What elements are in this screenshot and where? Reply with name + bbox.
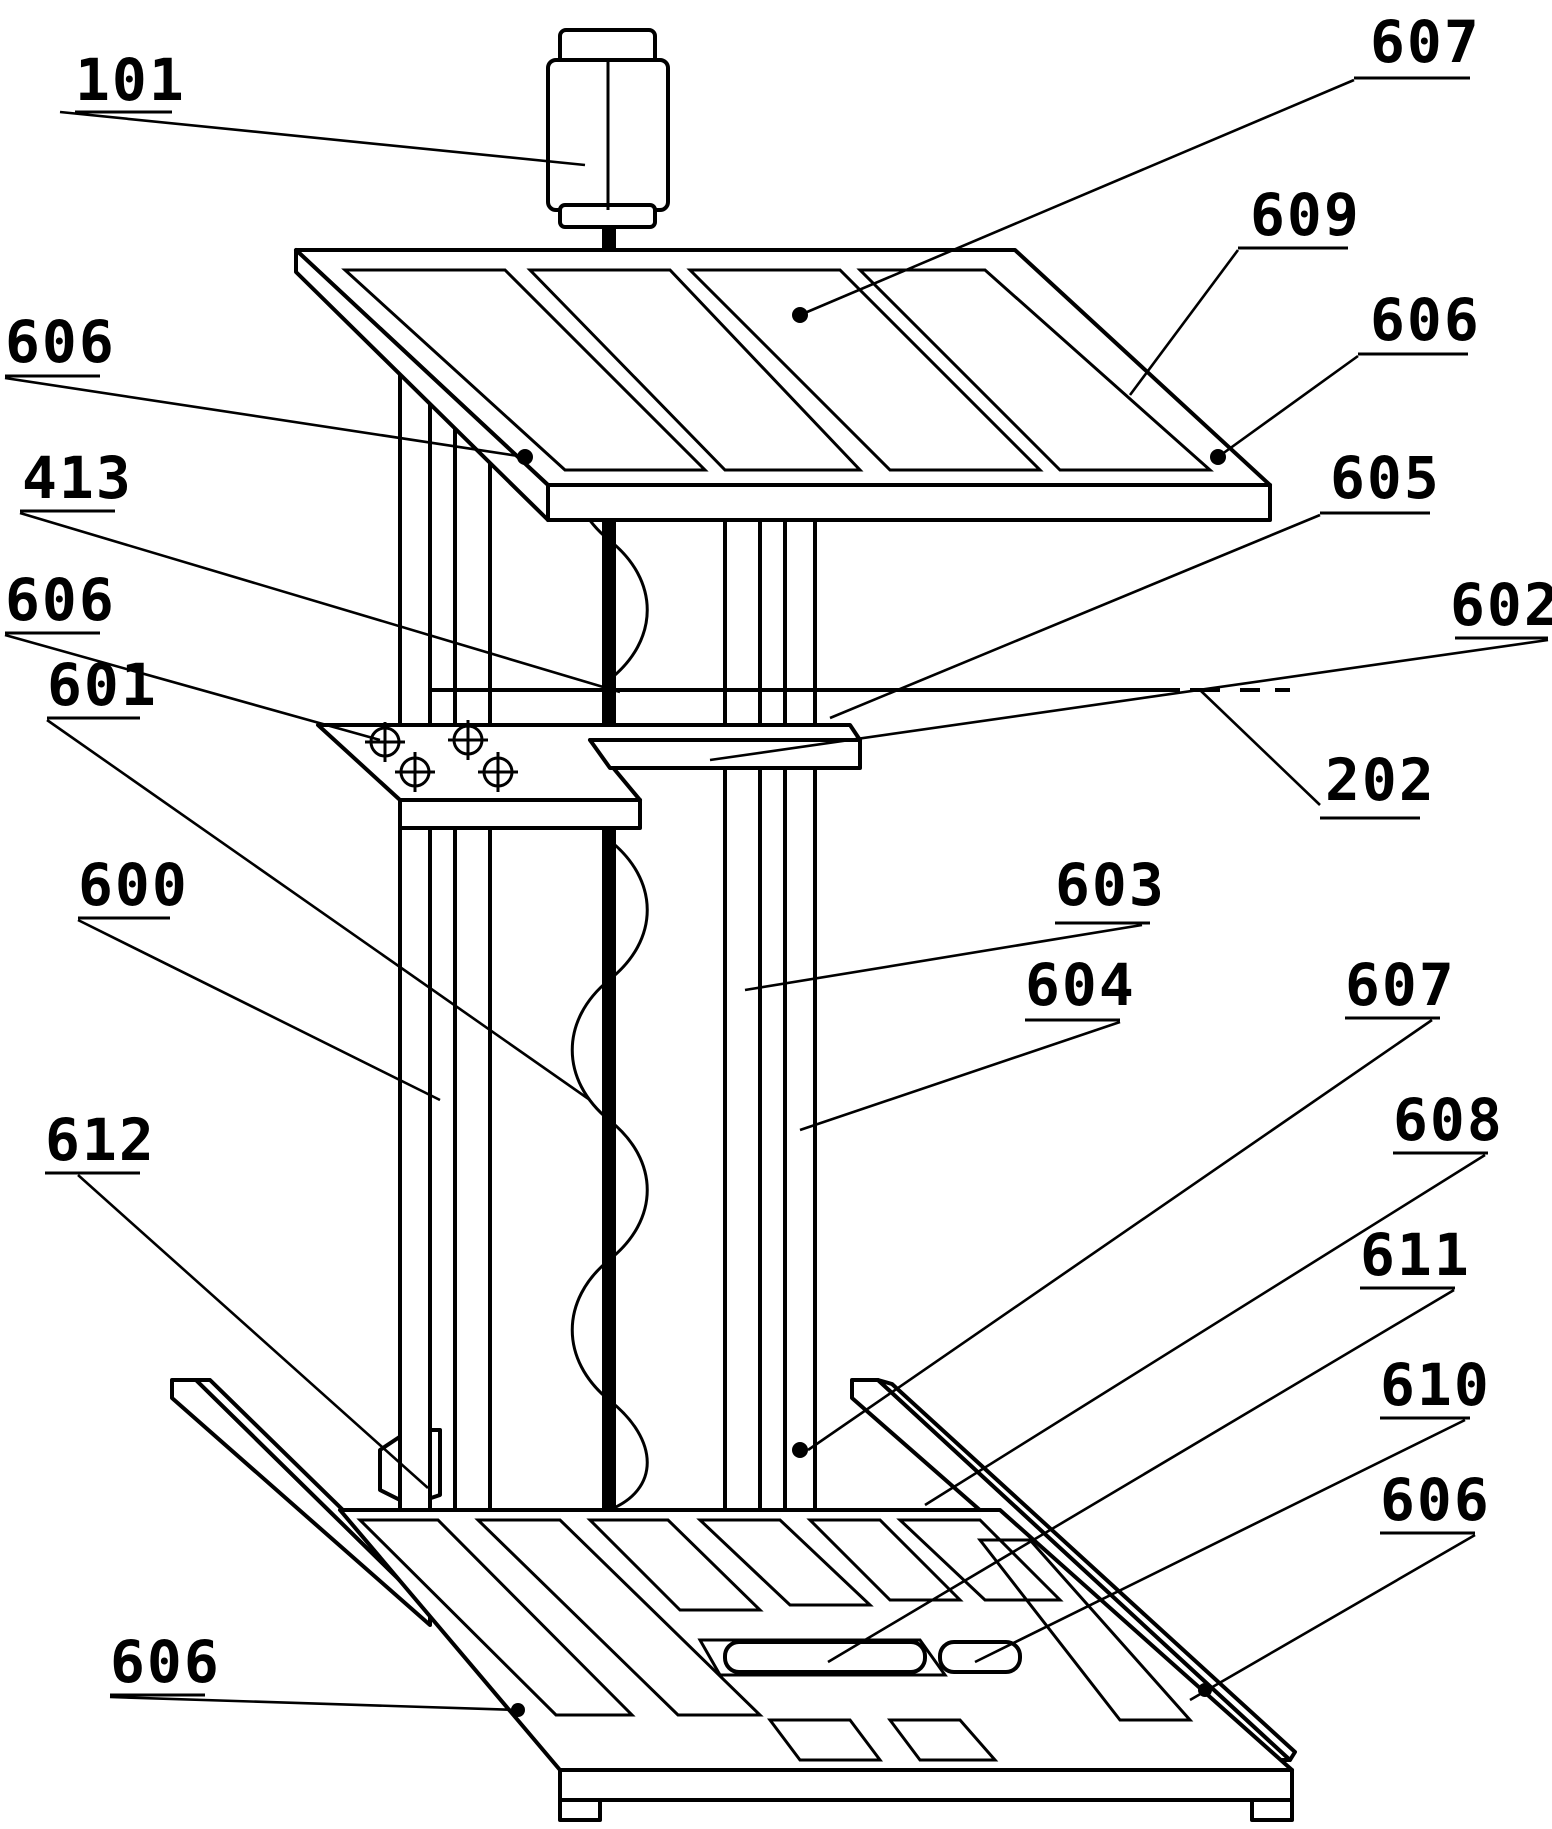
label-413: 413 xyxy=(22,444,133,512)
motor xyxy=(546,28,670,229)
label-603: 603 xyxy=(1055,851,1166,919)
callout-labels: 101 607 609 606 606 605 413 606 602 601 … xyxy=(5,8,1552,1696)
label-606b: 606 xyxy=(1370,286,1481,354)
joint-markers xyxy=(511,307,1226,1717)
label-607b: 607 xyxy=(1345,951,1456,1019)
label-606c: 606 xyxy=(5,566,116,634)
top-frame xyxy=(294,248,1272,522)
bolt-holes xyxy=(365,720,518,792)
label-604: 604 xyxy=(1025,951,1136,1019)
label-609: 609 xyxy=(1250,181,1361,249)
label-605: 605 xyxy=(1330,444,1441,512)
leader-lines xyxy=(4,76,1549,1712)
label-101: 101 xyxy=(75,46,186,114)
label-611: 611 xyxy=(1360,1221,1471,1289)
label-601: 601 xyxy=(47,651,158,719)
label-606e: 606 xyxy=(110,1628,221,1696)
label-608: 608 xyxy=(1393,1086,1504,1154)
label-606a: 606 xyxy=(5,308,116,376)
label-606d: 606 xyxy=(1380,1466,1491,1534)
label-602: 602 xyxy=(1450,571,1552,639)
label-610: 610 xyxy=(1380,1351,1491,1419)
base-frame xyxy=(170,1378,1297,1822)
label-600: 600 xyxy=(78,851,189,919)
carriage xyxy=(316,688,1290,830)
label-612: 612 xyxy=(45,1106,156,1174)
label-607a: 607 xyxy=(1370,8,1481,76)
label-202: 202 xyxy=(1325,746,1436,814)
